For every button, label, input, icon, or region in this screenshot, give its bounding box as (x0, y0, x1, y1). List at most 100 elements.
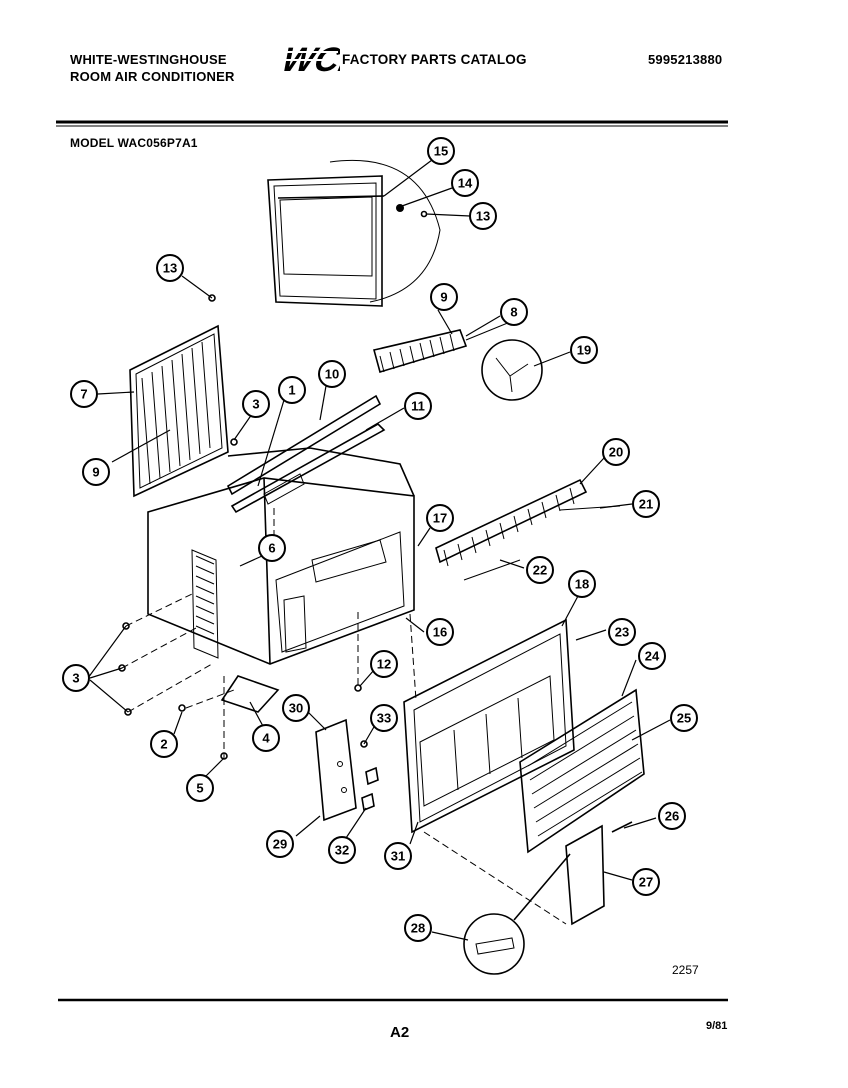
louver-strip (373, 321, 511, 374)
callout-11: 11 (404, 392, 432, 420)
catalog-title: FACTORY PARTS CATALOG (342, 52, 527, 67)
rear-louver-assembly (435, 478, 621, 581)
front-window-panel (267, 159, 441, 307)
callout-3-top: 3 (242, 390, 270, 418)
callout-13: 13 (469, 202, 497, 230)
callout-24: 24 (638, 642, 666, 670)
callout-label: 9 (440, 290, 447, 305)
filter-grille (519, 688, 645, 854)
callout-26: 26 (658, 802, 686, 830)
detail-circle-19 (481, 339, 543, 401)
callout-label: 3 (252, 397, 259, 412)
callout-label: 25 (677, 711, 691, 726)
callout-label: 26 (665, 809, 679, 824)
access-panel (565, 824, 605, 926)
callout-31: 31 (384, 842, 412, 870)
detail-circle-28 (463, 853, 571, 975)
callout-label: 22 (533, 563, 547, 578)
callout-label: 5 (196, 781, 203, 796)
callout-label: 21 (639, 497, 653, 512)
callout-label: 23 (615, 625, 629, 640)
callout-label: 6 (268, 541, 275, 556)
callout-label: 16 (433, 625, 447, 640)
callout-label: 17 (433, 511, 447, 526)
screws (118, 204, 633, 833)
callout-30: 30 (282, 694, 310, 722)
callout-29: 29 (266, 830, 294, 858)
part-callouts: 15 14 13 13 9 8 19 7 3 1 10 11 9 20 21 1… (62, 137, 698, 942)
callout-20: 20 (602, 438, 630, 466)
callout-27: 27 (632, 868, 660, 896)
callout-19: 19 (570, 336, 598, 364)
callout-16: 16 (426, 618, 454, 646)
drawing-code: 2257 (672, 963, 699, 977)
callout-33: 33 (370, 704, 398, 732)
callout-32: 32 (328, 836, 356, 864)
callout-17: 17 (426, 504, 454, 532)
callout-label: 8 (510, 305, 517, 320)
callout-label: 13 (476, 209, 490, 224)
callout-label: 29 (273, 837, 287, 852)
callout-9-top: 9 (430, 283, 458, 311)
front-grille-frame (403, 618, 575, 834)
brand-line-2: ROOM AIR CONDITIONER (70, 69, 235, 84)
callout-5: 5 (186, 774, 214, 802)
callout-label: 30 (289, 701, 303, 716)
side-filter-panel (129, 324, 229, 498)
callout-label: 15 (434, 144, 448, 159)
callout-2: 2 (150, 730, 178, 758)
callout-8: 8 (500, 298, 528, 326)
callout-15: 15 (427, 137, 455, 165)
callout-23: 23 (608, 618, 636, 646)
model-number: MODEL WAC056P7A1 (70, 136, 198, 150)
callout-label: 19 (577, 343, 591, 358)
callout-label: 4 (262, 731, 270, 746)
callout-label: 1 (288, 383, 295, 398)
callout-label: 11 (411, 399, 425, 414)
callout-label: 18 (575, 577, 589, 592)
leader-lines (87, 159, 671, 941)
callout-label: 24 (645, 649, 660, 664)
callout-28: 28 (404, 914, 432, 942)
callout-21: 21 (632, 490, 660, 518)
callout-label: 2 (160, 737, 167, 752)
callout-label: 27 (639, 875, 653, 890)
callout-25: 25 (670, 704, 698, 732)
callout-label: 3 (72, 671, 79, 686)
callout-14: 14 (451, 169, 479, 197)
callout-label: 12 (377, 657, 391, 672)
callout-label: 33 (377, 711, 391, 726)
callout-3-left: 3 (62, 664, 90, 692)
revision-date: 9/81 (706, 1020, 728, 1032)
callout-label: 7 (80, 387, 87, 402)
callout-label: 14 (458, 176, 473, 191)
page-number: A2 (390, 1024, 410, 1041)
assembly-lines (121, 508, 567, 925)
top-bars (226, 394, 386, 514)
brand-line-1: WHITE-WESTINGHOUSE (70, 52, 227, 67)
base-pan (220, 675, 280, 713)
callout-1: 1 (278, 376, 306, 404)
wci-logo: WCI (278, 41, 340, 76)
callout-9-left: 9 (82, 458, 110, 486)
callout-label: 28 (411, 921, 425, 936)
callout-label: 20 (609, 445, 623, 460)
callout-4: 4 (252, 724, 280, 752)
callout-label: 32 (335, 843, 349, 858)
logo-text: WCI (278, 41, 340, 76)
callout-label: 9 (92, 465, 99, 480)
control-panel (315, 718, 357, 822)
callout-7: 7 (70, 380, 98, 408)
callout-label: 31 (391, 849, 405, 864)
callout-6: 6 (258, 534, 286, 562)
callout-13-left: 13 (156, 254, 184, 282)
callout-18: 18 (568, 570, 596, 598)
callout-label: 13 (163, 261, 177, 276)
catalog-part-number: 5995213880 (648, 52, 723, 67)
cabinet-body (147, 447, 415, 665)
callout-label: 10 (325, 367, 339, 382)
callout-12: 12 (370, 650, 398, 678)
callout-22: 22 (526, 556, 554, 584)
callout-10: 10 (318, 360, 346, 388)
